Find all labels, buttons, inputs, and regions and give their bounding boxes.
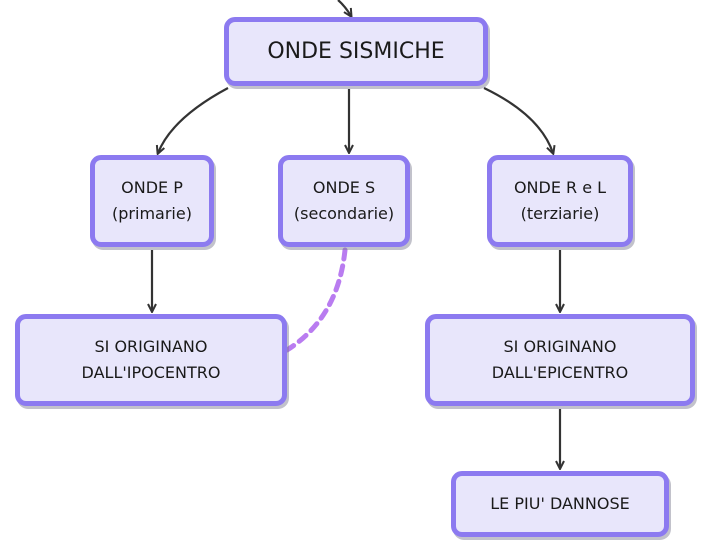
node-epicentro-label: SI ORIGINANO DALL'EPICENTRO — [491, 337, 629, 382]
node-ipocentro[interactable]: SI ORIGINANO DALL'IPOCENTRO — [15, 314, 287, 406]
arrow-root-to-p — [158, 87, 229, 153]
arrow-root-to-rl — [483, 87, 553, 153]
node-onde-sismiche[interactable]: ONDE SISMICHE — [224, 17, 488, 86]
node-le-piu-dannose[interactable]: LE PIU' DANNOSE — [451, 471, 669, 537]
node-le-piu-dannose-label: LE PIU' DANNOSE — [490, 494, 630, 513]
incoming-arrow — [337, 0, 351, 16]
node-onde-s-label: ONDE S (secondarie) — [293, 178, 395, 223]
node-ipocentro-label: SI ORIGINANO DALL'IPOCENTRO — [81, 337, 221, 382]
node-onde-p[interactable]: ONDE P (primarie) — [90, 155, 214, 247]
node-onde-r-e-l-label: ONDE R e L (terziarie) — [513, 178, 607, 223]
node-onde-s[interactable]: ONDE S (secondarie) — [278, 155, 410, 247]
dashed-link-s-to-ipocentro — [284, 247, 348, 353]
node-onde-r-e-l[interactable]: ONDE R e L (terziarie) — [487, 155, 633, 247]
node-onde-sismiche-label: ONDE SISMICHE — [267, 38, 445, 64]
node-epicentro[interactable]: SI ORIGINANO DALL'EPICENTRO — [425, 314, 695, 406]
node-onde-p-label: ONDE P (primarie) — [112, 178, 192, 223]
